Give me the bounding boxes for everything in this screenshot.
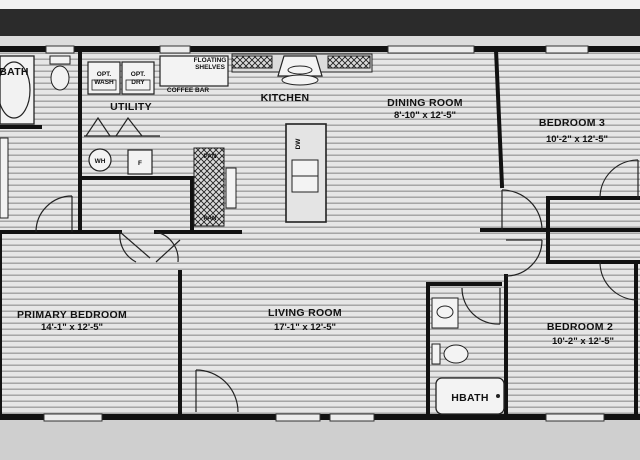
vanity-left (0, 137, 9, 219)
room-label-utility: UTILITY (110, 101, 152, 113)
room-dims-bedroom3: 10'-2" x 12'-5" (546, 134, 608, 145)
room-label-dining: DINING ROOM (387, 97, 463, 109)
sink-hbath (431, 297, 459, 329)
coffee-bar-label: COFFEE BAR (167, 87, 210, 94)
toilet-hbath (431, 343, 469, 365)
floating-shelves-label-1: FLOATING (194, 57, 227, 64)
door-swings (35, 159, 639, 413)
toilet-bath (49, 55, 71, 91)
hbath-tub (435, 377, 505, 415)
dryer-label-1: OPT. (131, 71, 146, 78)
room-label-bath: BATH (0, 66, 29, 78)
bathtub (0, 55, 35, 125)
coffee-bar-counter (159, 55, 229, 87)
room-dims-living: 17'-1" x 12'-5" (274, 322, 336, 333)
room-label-living: LIVING ROOM (268, 307, 342, 319)
room-label-primary: PRIMARY BEDROOM (17, 309, 127, 321)
pantry-cabinets (193, 147, 237, 227)
room-dims-primary: 14'-1" x 12'-5" (41, 322, 103, 333)
washer-label-2: WASH (94, 79, 114, 86)
dryer-label-2: DRY (131, 79, 145, 86)
furnace-label: F (138, 160, 142, 167)
interior-walls (0, 47, 640, 418)
room-label-hbath: HBATH (451, 392, 488, 404)
kitchen-island (285, 123, 327, 223)
washer-label-1: OPT. (97, 71, 112, 78)
dishwasher-label: DW (295, 138, 302, 150)
room-label-bedroom2: BEDROOM 2 (547, 321, 613, 333)
dryer (121, 61, 155, 95)
water-heater-circle (88, 148, 112, 172)
utility-shelf (84, 116, 160, 137)
floating-shelves-label-2: SHELVES (195, 64, 226, 71)
room-label-bedroom3: BEDROOM 3 (539, 117, 605, 129)
room-label-kitchen: KITCHEN (261, 92, 310, 104)
windows (43, 45, 605, 422)
range-hood-icon (277, 55, 323, 86)
furnace-box (127, 149, 153, 175)
water-heater-label: WH (95, 158, 106, 165)
pantry-label-bottom: PAN (203, 215, 217, 222)
room-dims-bedroom2: 10'-2" x 12'-5" (552, 336, 614, 347)
room-dims-dining: 8'-10" x 12'-5" (394, 110, 456, 121)
washer (87, 61, 121, 95)
pantry-label-top: PAN (203, 153, 217, 160)
